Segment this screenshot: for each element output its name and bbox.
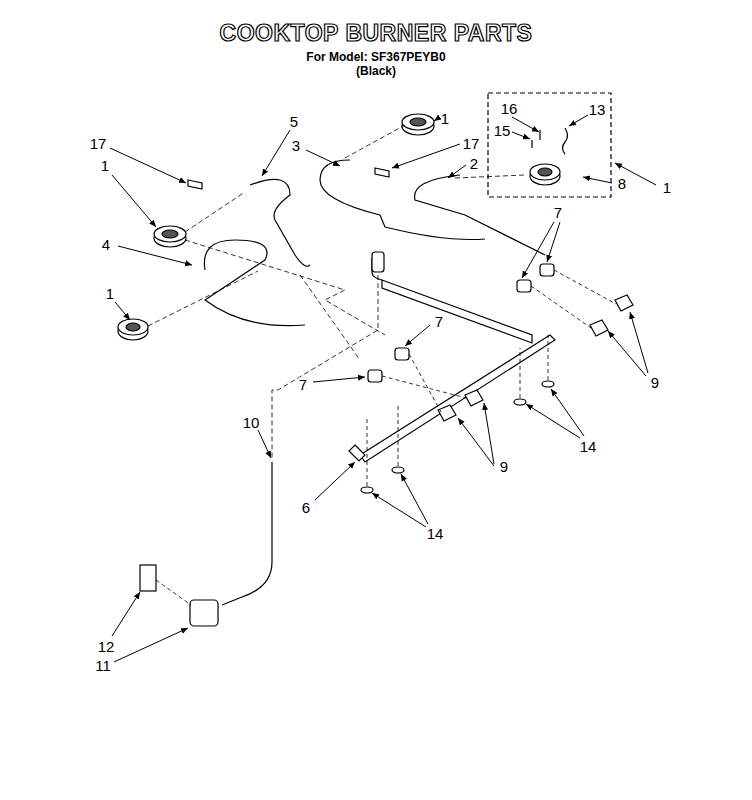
callout-number: 12 — [98, 639, 115, 654]
callout-number: 13 — [589, 102, 606, 117]
callout-number: 7 — [435, 314, 443, 329]
callout-number: 17 — [463, 136, 480, 151]
callout-number: 10 — [243, 415, 260, 430]
callout-number: 4 — [102, 237, 110, 252]
callout-number: 14 — [427, 526, 444, 541]
callout-number: 9 — [500, 459, 508, 474]
callout-number: 16 — [501, 101, 518, 116]
callout-number: 11 — [95, 658, 111, 673]
callout-number: 1 — [101, 158, 109, 173]
callout-number: 17 — [90, 136, 107, 151]
callout-number: 2 — [470, 156, 478, 171]
callout-number: 1 — [663, 180, 671, 195]
model-label: For Model: SF367PEYB0 — [306, 51, 445, 63]
callout-number: 6 — [302, 500, 310, 515]
callout-number: 7 — [299, 377, 307, 392]
callout-number: 1 — [441, 111, 449, 126]
callout-number: 5 — [290, 114, 298, 129]
callout-number: 3 — [292, 138, 300, 153]
callout-number: 9 — [651, 375, 659, 390]
callout-number: 7 — [554, 205, 562, 220]
callout-number: 14 — [580, 439, 597, 454]
callout-number: 15 — [494, 123, 511, 138]
diagram-title: COOKTOP BURNER PARTS — [220, 22, 533, 45]
callout-number: 1 — [106, 286, 114, 301]
model-label: (Black) — [356, 65, 396, 77]
callout-number: 8 — [618, 176, 626, 191]
